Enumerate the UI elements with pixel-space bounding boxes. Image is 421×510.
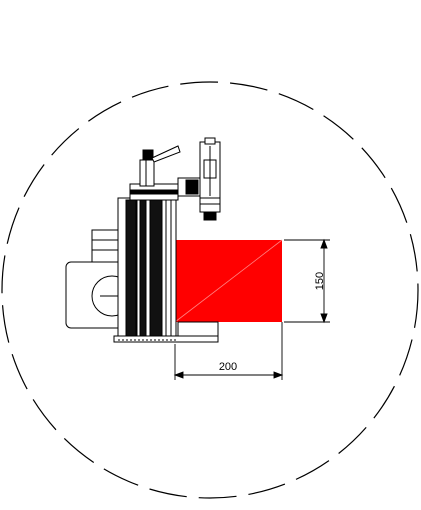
work-area-diagonal [174,239,283,323]
width-dimension-label: 200 [219,361,237,373]
column-rail-3 [149,199,163,337]
base-foot [177,321,219,337]
column-rail-2 [139,199,147,337]
clamp-body [139,159,155,187]
width-dimension [173,322,284,380]
adjuster-knob [199,197,221,213]
base-plate [113,335,219,343]
column-rail-1 [125,199,137,337]
reach-envelope-circle [1,81,419,499]
machine-head [65,137,221,343]
clamp-lever [151,145,181,163]
height-dimension-label: 150 [314,272,326,290]
height-dimension [284,238,330,324]
coupling-block [91,229,123,263]
